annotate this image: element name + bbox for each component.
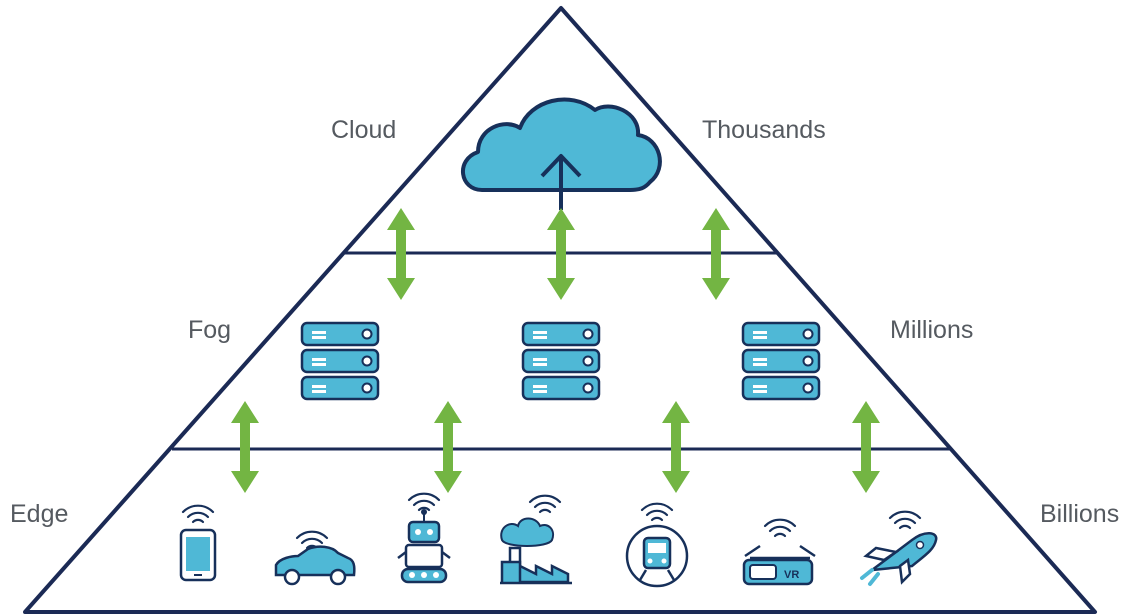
car-icon	[274, 530, 356, 586]
bidirectional-arrow-icon	[434, 401, 462, 493]
robot-icon	[397, 492, 451, 584]
server-stack-icon	[521, 321, 601, 401]
cloud-label: Cloud	[331, 116, 396, 144]
bidirectional-arrow-icon	[852, 401, 880, 493]
bidirectional-arrow-icon	[662, 401, 690, 493]
server-stack-icon	[300, 321, 380, 401]
vr-badge-text: VR	[784, 569, 799, 581]
factory-icon	[500, 494, 572, 585]
spaceship-icon	[860, 510, 938, 586]
bidirectional-arrow-icon	[231, 401, 259, 493]
edge-label: Edge	[10, 500, 68, 528]
cloud-upload-icon	[460, 97, 662, 210]
vr-headset-icon: VR	[742, 518, 816, 586]
pyramid-outline	[23, 6, 1097, 614]
billions-label: Billions	[1040, 500, 1119, 528]
smartphone-icon	[179, 504, 217, 582]
train-icon	[625, 502, 689, 588]
thousands-label: Thousands	[702, 116, 826, 144]
millions-label: Millions	[890, 316, 973, 344]
fog-label: Fog	[188, 316, 231, 344]
server-stack-icon	[741, 321, 821, 401]
